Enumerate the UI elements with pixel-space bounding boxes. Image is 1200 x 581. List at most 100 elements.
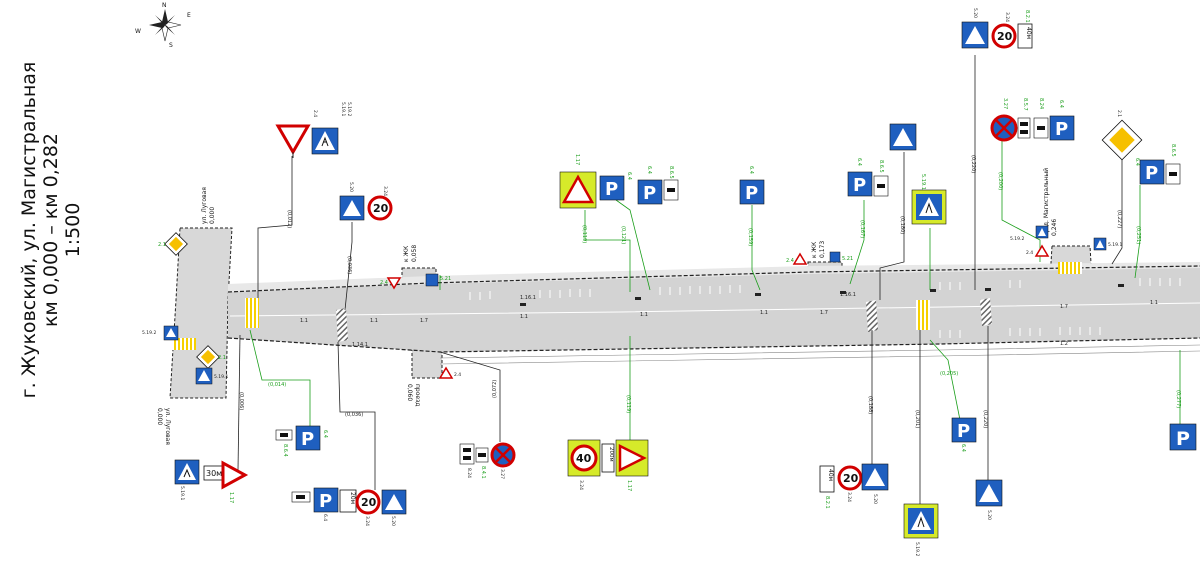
plate-text: 40м [1025,27,1032,39]
sign-code: 3.24 [578,480,584,490]
give-way-sign: 2.4 [380,277,402,290]
sign-code: 5.20 [986,510,992,520]
parking-sign: P 6.4 [295,425,328,451]
sign-code: 6.4 [322,514,328,521]
sign-code: 5.19.1 [179,486,185,500]
distance-label: (0,014) [268,382,286,388]
distance-plate: 40м 8.2.1 [1017,10,1033,49]
distance-label: (0,119) [625,395,631,413]
sign-code: 5.19.1 [214,374,228,380]
sign-code: 1.17 [228,492,234,503]
parking-sign: 5.21 [425,273,451,287]
marking-label: 1.7 [420,318,428,324]
sign-code: 2.4 [380,280,388,286]
parking-letter: P [1145,163,1158,184]
road-label-proezd: проезд [414,384,421,406]
sign-code: 5.20 [872,494,878,504]
main-road-sign: 2.1 [158,232,188,256]
no-stopping-sign: 3.27 [490,442,516,479]
sign-code: 1.17 [574,154,580,165]
main-road-sign: 2.1 [1101,110,1143,161]
crosswalk-sign: 5.19.2 [1010,225,1049,242]
sign-code: 8.6.5 [1170,144,1176,157]
distance-label: (0,121) [620,226,626,244]
sign-code: 5.19.2 [346,102,352,116]
road-label-lugovaya: ул. Луговая [164,408,171,445]
parking-sign: P 6.4 [951,417,977,452]
distance-label: (0,006) [238,392,244,410]
speed-value: 20 [843,472,859,485]
marking-label: 1.16.1 [840,292,856,298]
sign-code: 6.4 [856,158,862,166]
marking-label: 1.1 [520,314,528,320]
parking-letter: P [1055,119,1068,140]
car-plate [291,491,311,503]
sign-code: 8.2.1 [824,496,830,509]
speed-limit-sign: 20 3.24 [355,489,381,526]
distance-label: (0,159) [747,228,753,246]
crosswalk-sign-yellow: 5.19.1 [911,174,947,225]
sign-code: 6.4 [748,166,754,174]
road-label-zhk: к ЖК [811,241,818,258]
distance-label: (0,188) [867,396,873,414]
sign-code: 8.6.5 [668,166,674,179]
sign-code: 2.1 [1116,110,1122,117]
distance-label: (0,072) [492,380,498,398]
marking-label: 1.1 [640,312,648,318]
road-label-lugovaya: ул. Луговая [201,187,208,224]
distance-label: (0,036) [345,412,363,418]
speed-limit-sign: 20 3.24 [991,12,1017,49]
car-plate: 8.4.1 [475,447,489,479]
parking-sign: P 6.4 [1049,100,1075,141]
sign-code: 2.1 [158,242,166,248]
sign-code: 5.19.2 [1010,236,1024,242]
give-way-sign: 2.4 [786,252,808,265]
sign-code: 8.6.4 [282,444,288,457]
car-plate: 8.24 [1033,98,1049,139]
parking-sign: P 6.4 [313,487,339,521]
distance-label: (0,167) [859,220,865,238]
main-road [172,262,1200,365]
parking-letter: P [1176,428,1190,450]
road-narrowing-sign: 5.20 [861,463,889,504]
speed-limit-sign: 20 3.24 [367,186,393,221]
sign-code: 6.4 [646,166,652,174]
sign-code: 3.27 [499,469,505,479]
sign-code: 3.24 [1004,12,1010,22]
warning-sign-yellow: 1.17 [615,439,649,491]
road-label-zhk: к ЖК [403,245,410,262]
parking-letter: P [643,183,656,204]
parking-letter: P [605,179,618,200]
give-way-sign: 2.4 [438,366,461,379]
plate-text: 20м [349,492,356,504]
road-label-km: 0,058 [411,245,418,262]
sign-code: 5.19.1 [920,174,926,190]
car-plate: 40м 8.2.1 [819,465,835,509]
parking-sign: P 6.4 [847,158,873,197]
distance-label: (0,036) [346,256,352,274]
sign-code: 5.19.2 [142,330,156,336]
marking-label: 1.16.1 [520,295,536,301]
speed-limit-sign-yellow: 40 3.24 [567,439,601,490]
crosswalk-sign-yellow: 5.19.2 [903,503,939,556]
sign-code: 8.2.1 [1024,10,1030,23]
road-label-magistralny: пр-д. Магистральный [1043,168,1050,236]
car-plate: 8.5.7 [1017,98,1031,139]
car-plate: 8.6.4 [275,429,293,457]
sign-code: 2.1 [218,355,226,361]
sign-code: 2.4 [1026,250,1033,256]
road-label-km: 0,060 [406,384,413,401]
sign-code: 8.5.7 [1022,98,1028,111]
parking-letter: P [301,429,314,450]
sign-code: 2.4 [454,372,461,378]
sign-code: 8.24 [1038,98,1044,109]
road-narrowing-sign: 5.20 [961,8,989,49]
marking-label: 1.1 [760,310,768,316]
crosswalk-sign: 5.19.1 [174,459,200,500]
sign-code: 5.19.2 [914,542,920,556]
leader-lines [237,55,1181,505]
sign-code: 8.24 [466,468,472,478]
road-label-km: 0,000 [209,207,216,224]
sign-code: 6.4 [960,444,966,452]
